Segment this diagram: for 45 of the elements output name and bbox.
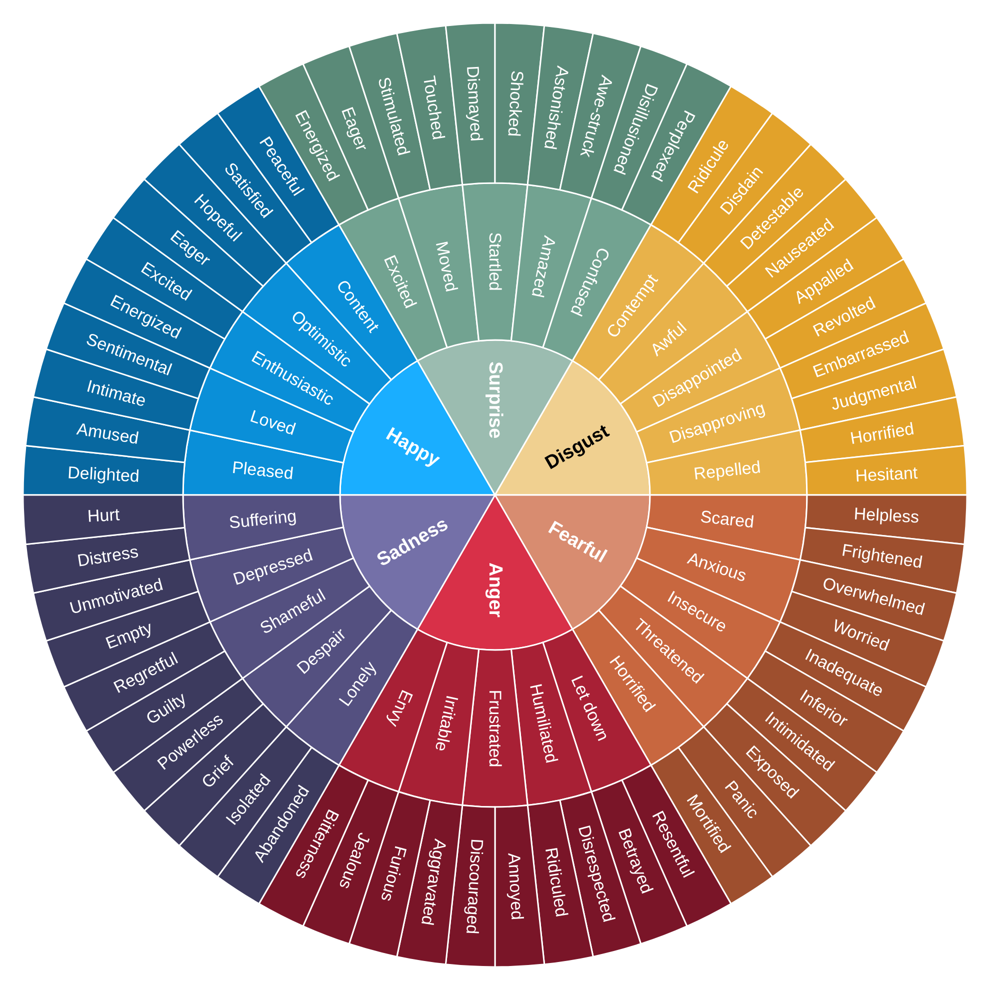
emotion-label: Suffering xyxy=(228,506,298,532)
emotion-label: Hurt xyxy=(87,505,120,526)
emotion-sector xyxy=(22,494,186,546)
emotion-label: Envy xyxy=(384,687,416,730)
emotion-sector xyxy=(804,494,968,546)
emotion-sector xyxy=(444,22,496,186)
emotion-label: Frustrated xyxy=(486,690,504,768)
emotion-label: Scared xyxy=(699,507,755,532)
emotion-sector xyxy=(444,804,496,968)
emotion-label: Startled xyxy=(486,232,504,291)
emotion-label: Amazed xyxy=(528,234,560,300)
emotion-label: Helpless xyxy=(853,504,920,527)
emotion-label: Loved xyxy=(248,406,298,440)
emotion-label: Furious xyxy=(377,844,410,904)
emotion-label: Annoyed xyxy=(504,852,527,920)
emotion-core-label: Anger xyxy=(484,562,506,618)
emotion-label: Anxious xyxy=(685,548,749,586)
emotion-core-label: Surprise xyxy=(484,361,506,439)
emotion-label: Shocked xyxy=(504,70,527,138)
emotion-sector xyxy=(494,804,546,968)
emotion-label: Let down xyxy=(567,672,613,744)
emotion-label: Moved xyxy=(432,240,462,294)
emotion-label: Ridiculed xyxy=(541,846,572,918)
emotion-label: Frightened xyxy=(840,540,924,572)
emotion-label: Astonished xyxy=(540,64,572,151)
emotion-label: Hesitant xyxy=(854,463,918,486)
emotion-label: Delighted xyxy=(67,463,140,486)
emotion-label: Pleased xyxy=(231,458,294,484)
emotion-label: Touched xyxy=(419,74,448,142)
emotion-label: Dismayed xyxy=(463,65,486,142)
emotion-sector xyxy=(804,444,968,496)
emotion-sector xyxy=(462,648,528,808)
emotion-sector xyxy=(462,182,528,342)
emotion-label: Discouraged xyxy=(462,838,486,935)
emotion-label: Aggravated xyxy=(418,838,450,927)
emotion-label: Repelled xyxy=(692,458,762,484)
emotion-label: Intimate xyxy=(84,376,148,411)
emotion-label: Empty xyxy=(103,618,155,653)
emotion-label: Horrified xyxy=(848,419,916,448)
emotion-sector xyxy=(494,22,546,186)
emotion-label: Irritable xyxy=(431,694,462,754)
emotion-label: Humiliated xyxy=(526,682,562,765)
emotion-label: Eager xyxy=(338,104,372,154)
emotion-label: Amused xyxy=(76,419,140,448)
emotion-label: Distress xyxy=(76,542,140,570)
